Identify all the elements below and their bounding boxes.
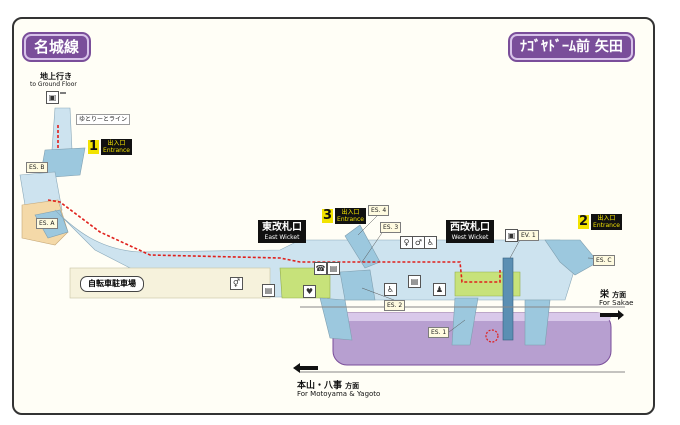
exit-label-jp: 出入口 — [597, 215, 616, 222]
motoyama-direction-suffix: 方面 — [345, 382, 360, 390]
east-wicket-label-en: East Wicket — [264, 234, 300, 241]
label-es-3: ES. 3 — [380, 222, 402, 233]
current-position-marker — [485, 329, 499, 343]
label-es-4: ES. 4 — [368, 205, 390, 216]
sakae-direction: 栄 方面 — [600, 287, 626, 300]
label-es-c: ES. C — [593, 255, 615, 266]
label-es-a: ES. A — [36, 218, 58, 229]
label-ev-1: EV. 1 — [518, 230, 539, 241]
exit-label-en: Entrance — [593, 222, 620, 229]
leader-es2 — [361, 287, 395, 301]
accessible-route — [47, 125, 501, 283]
stairs-2 — [339, 269, 376, 301]
motoyama-direction: 本山・八事 方面 — [297, 378, 359, 391]
phone-icon: ☎ — [314, 262, 327, 275]
route-label: ゆとりーとライン — [76, 114, 131, 125]
elevator-shaft — [502, 257, 514, 341]
accessible-toilet-icon: ♿ — [384, 283, 397, 296]
bicycle-parking-label: 自転車駐車場 — [80, 276, 144, 292]
stairs-1 — [451, 297, 479, 346]
arrow-to-sakae — [600, 310, 624, 320]
stairs-platform-west — [319, 297, 353, 341]
label-ev-a — [60, 92, 66, 94]
leader-es1 — [448, 319, 466, 333]
exit-label-en: Entrance — [103, 147, 130, 154]
line-name-badge: 名城線 — [24, 34, 90, 60]
label-es-2: ES. 2 — [384, 300, 406, 311]
west-wicket-label: 西改札口 — [450, 222, 490, 233]
stairs-platform-east — [524, 299, 551, 346]
exit-number: 2 — [578, 214, 590, 229]
info-icon: ♥ — [303, 285, 316, 298]
sakae-direction-jp: 栄 — [600, 290, 610, 300]
motoyama-direction-jp: 本山・八事 — [297, 381, 343, 391]
station-staff-icon: ♟ — [433, 283, 446, 296]
ticket-machine-icon: ▤ — [327, 262, 340, 275]
exit-label-jp: 出入口 — [107, 140, 126, 147]
ground-floor-label-en: to Ground Floor — [30, 81, 77, 88]
exit-number: 3 — [322, 208, 334, 223]
arrow-to-motoyama — [293, 363, 318, 373]
sakae-direction-suffix: 方面 — [612, 291, 627, 299]
stairs-c — [544, 239, 599, 276]
station-name-badge: ﾅｺﾞﾔﾄﾞｰﾑ前 矢田 — [510, 34, 633, 60]
leader-es4 — [357, 214, 379, 236]
ticket-machine-icon: ▤ — [262, 284, 275, 297]
elevator-icon: ▣ — [505, 229, 518, 242]
label-es-b: ES. B — [26, 162, 48, 173]
exit-label-jp: 出入口 — [341, 209, 360, 216]
exit-number: 1 — [88, 139, 100, 154]
accessible-toilet-icon: ♿ — [424, 236, 437, 249]
ticket-machine-icon: ▤ — [408, 275, 421, 288]
east-wicket-sign: 東改札口 East Wicket — [258, 220, 306, 243]
west-wicket-sign: 西改札口 West Wicket — [446, 220, 494, 243]
toilet-icon: ⚥ — [230, 277, 243, 290]
exit-label-en: Entrance — [337, 216, 364, 223]
sakae-direction-en: For Sakae — [599, 299, 634, 307]
east-wicket-label: 東改札口 — [262, 222, 302, 233]
label-es-1: ES. 1 — [428, 327, 450, 338]
west-wicket-label-en: West Wicket — [451, 234, 489, 241]
east-paid-area — [279, 267, 331, 299]
elevator-icon: ▣ — [46, 91, 59, 104]
motoyama-direction-en: For Motoyama & Yagoto — [297, 390, 381, 398]
leader-es3 — [361, 229, 385, 263]
ground-floor-label: 地上行き — [40, 72, 72, 81]
